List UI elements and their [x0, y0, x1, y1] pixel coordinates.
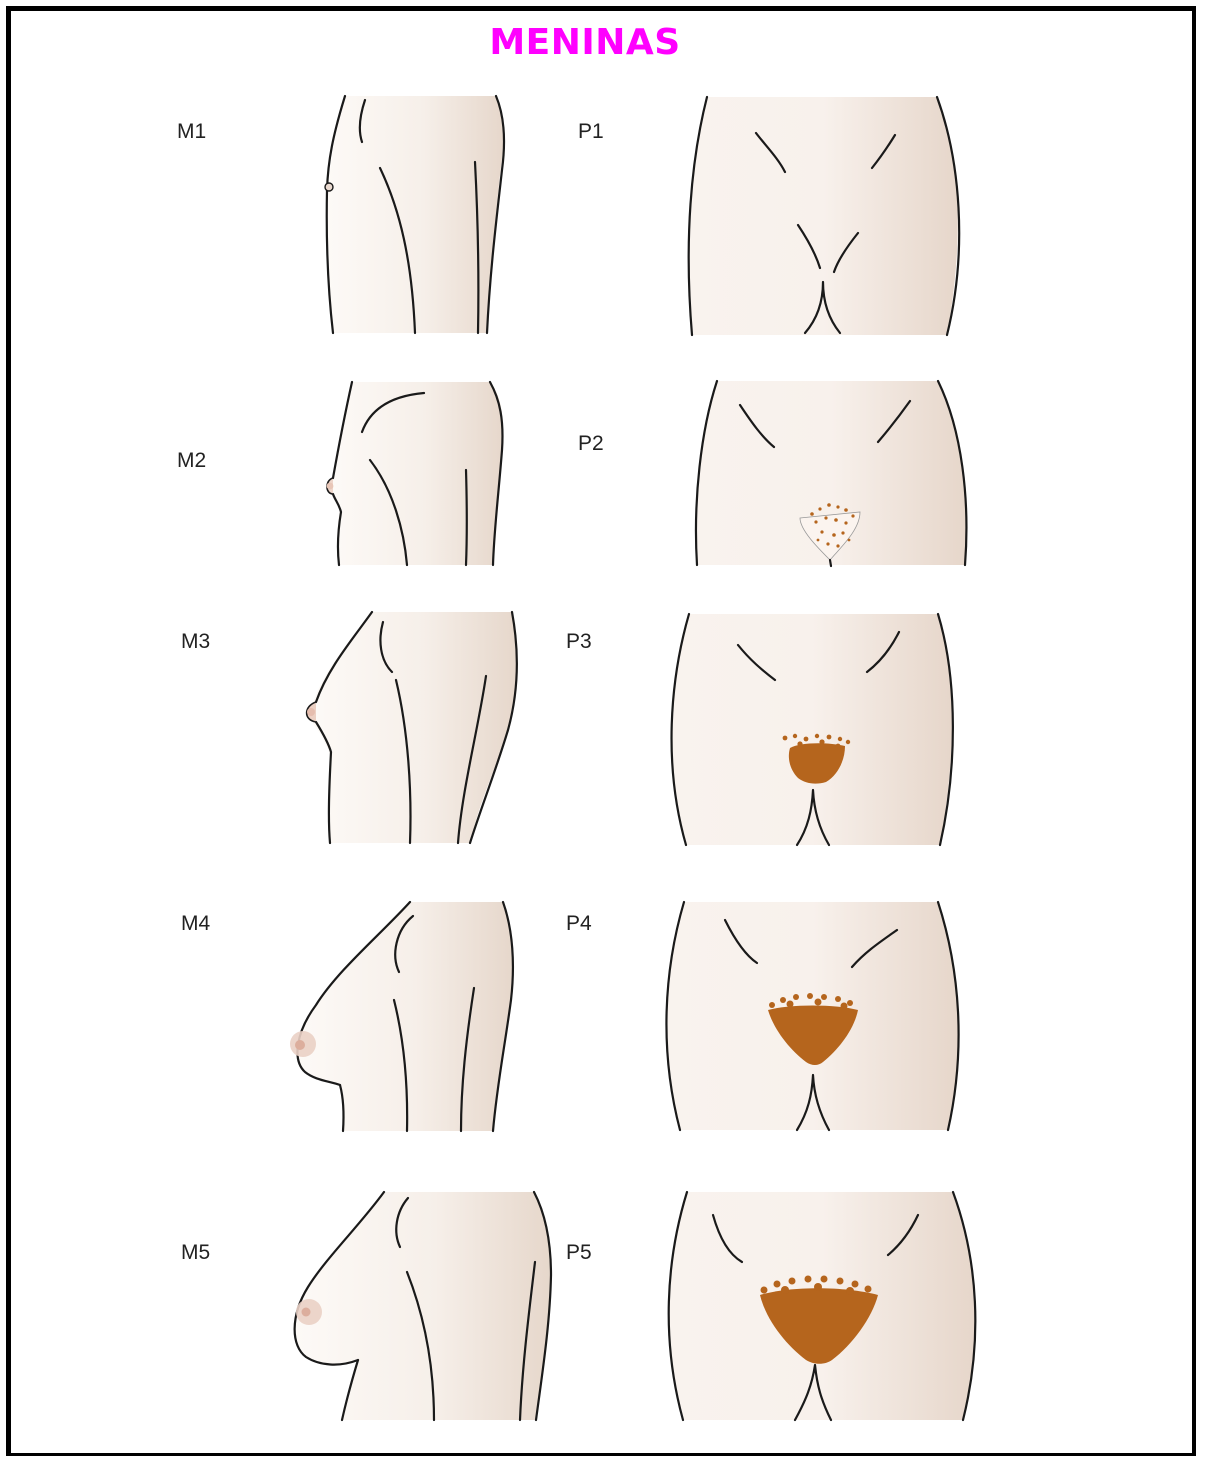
- pubic-stage-p4-figure: [666, 902, 958, 1130]
- pubic-stage-p3-figure: [672, 614, 953, 845]
- breast-stage-m1-figure: [325, 96, 504, 333]
- breast-stage-m3-figure: [307, 612, 517, 843]
- pubic-stage-p2-figure: [696, 381, 967, 566]
- breast-stage-m4-figure: [290, 902, 513, 1131]
- breast-stage-m5-figure: [294, 1192, 551, 1420]
- pubic-stage-p5-figure: [669, 1192, 976, 1420]
- breast-stage-m2-figure: [327, 382, 503, 565]
- pubic-stage-p1-figure: [688, 97, 959, 335]
